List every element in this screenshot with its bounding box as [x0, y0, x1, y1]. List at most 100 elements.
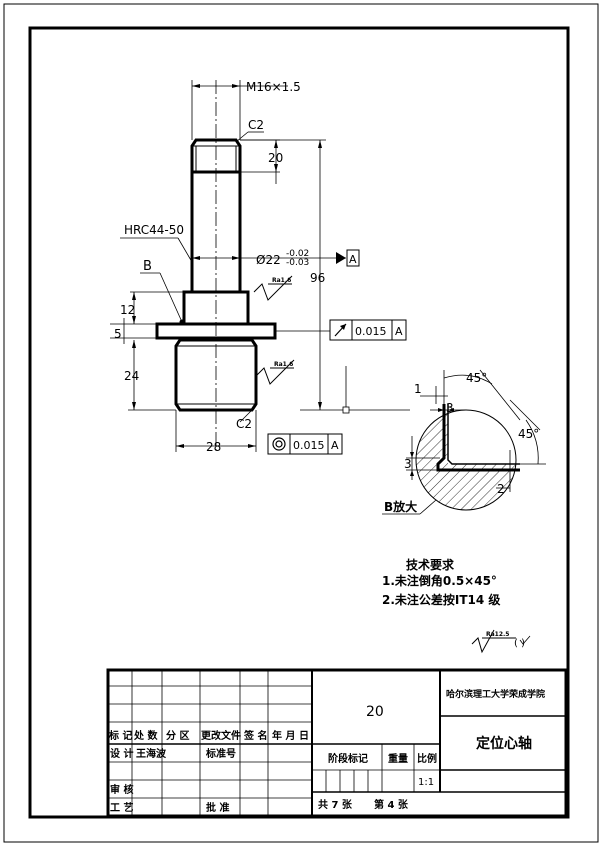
- tb-rev-h4: 签 名: [243, 729, 267, 742]
- detail-profile: [436, 404, 520, 472]
- dim-24-text: 24: [124, 369, 139, 383]
- tb-process-label: 工 艺: [110, 801, 133, 814]
- tb-standard-label: 标准号: [205, 747, 236, 760]
- rough-lower-text: Ra1.6: [274, 361, 293, 368]
- tb-rev-h3: 更改文件: [201, 729, 241, 742]
- fcf-conc-datum: A: [331, 439, 339, 452]
- dim-28-text: 28: [206, 440, 221, 454]
- fcf-perp-value: 0.015: [355, 325, 387, 338]
- angle-arc: [443, 374, 493, 385]
- default-roughness: Ra12.5 ( ): [471, 629, 531, 654]
- arrow: [176, 444, 184, 448]
- tb-rev-h2: 分 区: [166, 729, 189, 742]
- leader-b-slope: [159, 272, 183, 323]
- detail-hatch-region: [416, 410, 516, 510]
- arrow: [410, 452, 414, 458]
- arrow: [274, 164, 278, 172]
- fcf-conc-value: 0.015: [293, 439, 325, 452]
- rough-default-suffix: ( ): [514, 638, 525, 649]
- part-view: M16×1.5 C2 20 96 HRC44-50 B A: [110, 80, 410, 455]
- fcf-perp: [329, 319, 407, 341]
- dim-3-left-text: 3: [404, 457, 412, 471]
- tb-part-name: 定位心轴: [476, 735, 532, 752]
- detail-title-text: B放大: [384, 499, 417, 514]
- dia-main-text: Ø22: [256, 253, 281, 267]
- dim-2-text: 2: [497, 482, 505, 496]
- tb-review-label: 审 核: [110, 783, 133, 796]
- detail-leader: [419, 499, 437, 515]
- fcf-perp-datum: A: [395, 325, 403, 338]
- tb-scale-label: 比例: [417, 752, 437, 765]
- detail-b-view: 45° 45° 1 3 3 2 B放大: [382, 369, 546, 515]
- rough-upper-text: Ra1.6: [272, 277, 291, 284]
- tb-scale-value: 1:1: [418, 777, 434, 788]
- tb-school: 哈尔滨理工大学荣成学院: [446, 688, 545, 700]
- angle-ext: [479, 369, 521, 421]
- arrow: [192, 256, 200, 260]
- hardness-text: HRC44-50: [124, 223, 184, 237]
- notes-item-2: 2.未注公差按IT14 级: [382, 592, 500, 607]
- arrow: [132, 292, 136, 300]
- rough-default-text: Ra12.5: [486, 631, 509, 638]
- concentricity-outer-icon: [272, 437, 286, 451]
- datum-triangle: [336, 252, 346, 264]
- c2-bottom-text: C2: [236, 417, 252, 431]
- dim-thread-text: M16×1.5: [246, 80, 301, 94]
- tb-sheet-total: 共 7 张: [318, 798, 353, 811]
- detail-profile-inner: [447, 404, 520, 465]
- arrow: [132, 402, 136, 410]
- c2-top-text: C2: [248, 118, 264, 132]
- perp-symbol-arrow-icon: [340, 324, 346, 330]
- tb-rev-h1: 处 数: [133, 729, 158, 742]
- tb-rev-h5: 年 月 日: [272, 729, 309, 742]
- dim-96-text: 96: [310, 271, 325, 285]
- arrow: [232, 256, 240, 260]
- tb-stage-label: 阶段标记: [328, 752, 368, 765]
- sheet-outer-border: [3, 3, 599, 843]
- dim-20-text: 20: [268, 151, 283, 165]
- arrow: [192, 84, 200, 88]
- arrow: [318, 402, 322, 410]
- fcf-conc: [267, 433, 343, 455]
- dim-5-text: 5: [114, 327, 122, 341]
- arrow: [232, 84, 240, 88]
- angle-right-text: 45°: [518, 427, 539, 441]
- leader-c2-bottom: [239, 409, 253, 423]
- angle-top-text: 45°: [466, 371, 487, 385]
- dia-lower-tol: -0.03: [286, 258, 309, 268]
- detail-marker-text: B: [143, 259, 152, 274]
- concentricity-inner-icon: [275, 440, 283, 448]
- tb-rev-h0: 标 记: [108, 729, 132, 742]
- title-block: 标 记 处 数 分 区 更改文件 签 名 年 月 日 设 计 王海波 标准号 审…: [106, 668, 568, 818]
- angle-ext: [509, 399, 541, 431]
- detail-hatch: [416, 410, 516, 510]
- tb-designer: 王海波: [136, 747, 167, 760]
- tb-design-label: 设 计: [110, 747, 133, 760]
- datum-small-box: [342, 406, 350, 414]
- dim-12-text: 12: [120, 303, 135, 317]
- dim-3-top-text: 3: [446, 401, 454, 415]
- datum-a-text: A: [349, 253, 357, 266]
- title-block-border: [106, 668, 568, 818]
- tech-notes: 技术要求 1.未注倒角0.5×45° 2.未注公差按IT14 级: [382, 557, 500, 607]
- detail-point: [179, 319, 185, 325]
- roughness-default-icon: [471, 629, 495, 654]
- notes-item-1: 1.未注倒角0.5×45°: [382, 573, 497, 588]
- arrow: [132, 340, 136, 348]
- roughness-symbol-lower: [255, 359, 295, 385]
- tb-drawing-no: 20: [366, 704, 384, 720]
- notes-heading: 技术要求: [406, 557, 455, 572]
- dia-upper-tol: -0.02: [286, 249, 309, 259]
- leader-c2-top: [235, 131, 249, 143]
- arrow: [438, 408, 444, 412]
- roughness-symbol-upper: [253, 275, 293, 301]
- check-icon: [519, 635, 531, 645]
- arrow: [132, 316, 136, 324]
- tb-approve-label: 批 准: [206, 801, 229, 814]
- dim-1-text: 1: [414, 382, 422, 396]
- angle-arc: [525, 419, 539, 465]
- arrow: [274, 140, 278, 148]
- tb-sheet-no: 第 4 张: [374, 798, 409, 811]
- tb-weight-label: 重量: [388, 752, 408, 765]
